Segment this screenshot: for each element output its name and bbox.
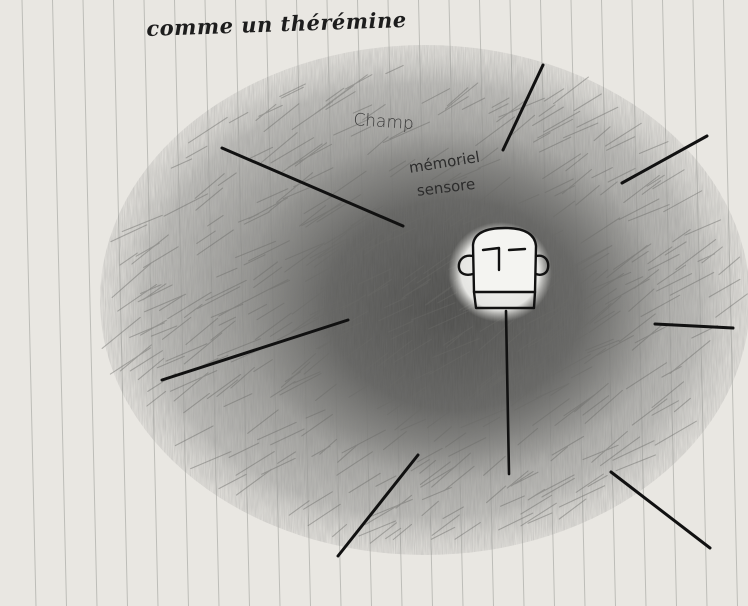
graphite-field <box>100 45 748 555</box>
field-label: Champ <box>353 112 414 133</box>
